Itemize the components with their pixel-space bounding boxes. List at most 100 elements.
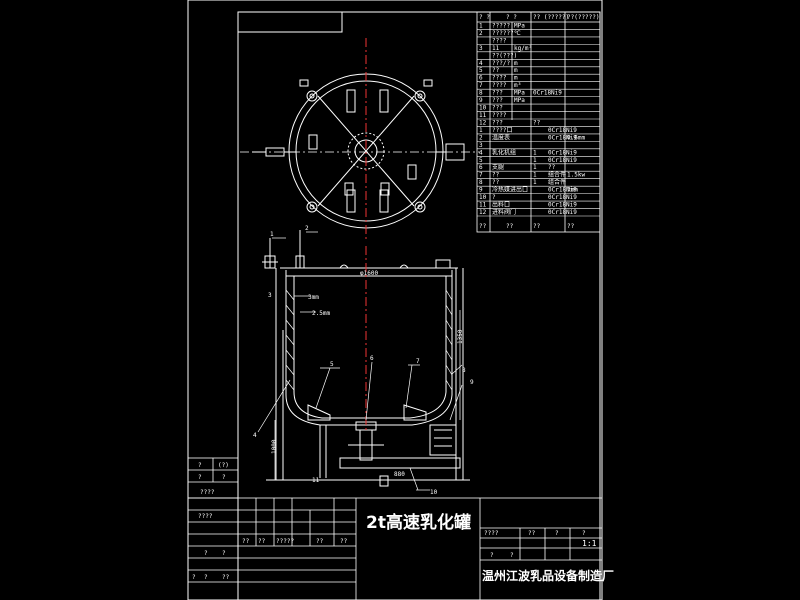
base-dim: 880	[394, 471, 405, 478]
spec-cell: 0Cr18Ni9	[533, 90, 562, 97]
spec-footer-cell: ??	[506, 223, 514, 230]
spec-cell: ??	[492, 179, 500, 186]
company-name: 温州江波乳品设备制造厂	[482, 568, 614, 583]
spec-cell: ????	[492, 37, 507, 44]
height-dim-1: 1350	[457, 329, 464, 344]
right-cell: ????	[484, 530, 499, 537]
bottom-cell: ??	[258, 538, 266, 545]
spec-cell: 组合件	[548, 178, 566, 186]
spec-cell: ??	[492, 172, 500, 179]
spec-cell: 1	[479, 22, 483, 29]
spec-cell: 3	[479, 45, 483, 52]
part-mark: 9	[470, 379, 474, 386]
spec-cell: 5	[479, 67, 483, 74]
bottom-cell: ????	[198, 513, 213, 520]
right-cell: ?	[490, 552, 494, 559]
spec-cell: 组合件	[548, 171, 566, 179]
spec-cell: 7	[479, 172, 483, 179]
spec-cell: 0Cr18Ni9	[548, 157, 577, 164]
spec-cell: 2	[479, 134, 483, 141]
part-mark: 8	[462, 367, 466, 374]
tank-top-view	[252, 73, 465, 229]
spec-cell: ????口	[492, 127, 512, 134]
part-mark: 2	[305, 225, 309, 232]
spec-cell: ???/?	[492, 60, 510, 67]
right-cell: ?	[510, 552, 514, 559]
spec-cell: 4	[479, 60, 483, 67]
spec-cell: 1	[533, 164, 537, 171]
spec-cell: 8	[479, 179, 483, 186]
spec-cell: 6	[479, 164, 483, 171]
right-cell: ?	[582, 530, 586, 537]
spec-cell: 12	[479, 119, 487, 126]
spec-cell: 0Cr18Ni9	[548, 134, 577, 141]
spec-cell: 0Cr18Ni9	[548, 187, 577, 194]
spec-cell: ???	[492, 97, 503, 104]
right-cell: ??	[528, 530, 536, 537]
bottom-cell: ??	[316, 538, 324, 545]
spec-cell: 0Cr18Ni9	[548, 127, 577, 134]
right-cell: ?	[555, 530, 559, 537]
part-marks: 1 2 3 4 5 6 7 8 9 10 11	[253, 225, 474, 496]
part-mark: 10	[430, 489, 438, 496]
spec-cell: 出料口	[492, 201, 510, 209]
spec-cell: 1	[533, 157, 537, 164]
spec-cell: ℃	[514, 30, 521, 37]
spec-cell: 3mm	[567, 187, 578, 194]
scale-value: 1:1	[582, 539, 597, 548]
spec-cell: 9	[479, 187, 483, 194]
spec-cell: 1.5kw	[567, 172, 585, 179]
spec-cell: ????	[492, 75, 507, 82]
wall-thickness-1: 3mm	[308, 294, 319, 301]
left-cell: (?)	[218, 462, 229, 469]
left-cell: ?	[222, 474, 226, 481]
spec-cell: 0Cr18Ni9	[548, 202, 577, 209]
spec-cell: ??????	[492, 30, 514, 37]
bottom-cell: ?	[192, 574, 196, 581]
spec-cell: 4	[479, 149, 483, 156]
spec-cell: 12	[479, 209, 487, 216]
spec-cell: 6	[479, 75, 483, 82]
title-block-text: 2t高速乳化罐 温州江波乳品设备制造厂 1:1 ???? ?? ? ? ? ? …	[192, 512, 614, 583]
bottom-cell: ?	[222, 550, 226, 557]
spec-cell: 8	[479, 90, 483, 97]
bottom-cell: ??	[242, 538, 250, 545]
left-code: ????	[200, 489, 215, 496]
spec-header-item: ? ?	[506, 14, 517, 21]
spec-cell: 0Cr18Ni9	[548, 209, 577, 216]
left-cell: ?	[198, 462, 202, 469]
spec-cell: MPa	[514, 90, 525, 97]
spec-footer-cell: ??	[567, 223, 575, 230]
spec-cell: 0.6mm	[567, 134, 585, 141]
top-diameter-label: φ1600	[360, 270, 378, 277]
spec-cell: ??	[492, 67, 500, 74]
spec-cell: ??	[548, 164, 556, 171]
part-mark: 7	[416, 358, 420, 365]
part-mark: 5	[330, 361, 334, 368]
part-mark: 11	[312, 477, 320, 484]
bottom-cell: ?	[204, 550, 208, 557]
spec-cell: kg/m³	[514, 45, 532, 52]
leg-height-dim: 1000	[271, 439, 278, 454]
spec-cell: ?	[492, 194, 496, 201]
part-mark: 6	[370, 355, 374, 362]
spec-cell: ??(???)	[492, 52, 517, 59]
spec-cell: ???	[492, 119, 503, 126]
spec-cell: 1	[479, 127, 483, 134]
left-cell: ?	[198, 474, 202, 481]
spec-cell: ???	[492, 105, 503, 112]
wall-thickness-2: 2.5mm	[312, 310, 330, 317]
spec-cell: 9	[479, 97, 483, 104]
spec-cell: 10	[479, 194, 487, 201]
dimension-labels: φ1600 3mm 2.5mm 1350 1000 880	[271, 270, 464, 478]
spec-header-vessel: ?? (?????)	[533, 14, 569, 21]
spec-cell: 1	[533, 149, 537, 156]
bottom-cell: ?	[204, 574, 208, 581]
spec-cell: 3	[479, 142, 483, 149]
spec-cell: 11	[479, 202, 487, 209]
spec-cell: 冷热媒进出口	[492, 186, 528, 194]
spec-cell: 0Cr18Ni9	[548, 149, 577, 156]
spec-table-rows	[477, 29, 600, 217]
